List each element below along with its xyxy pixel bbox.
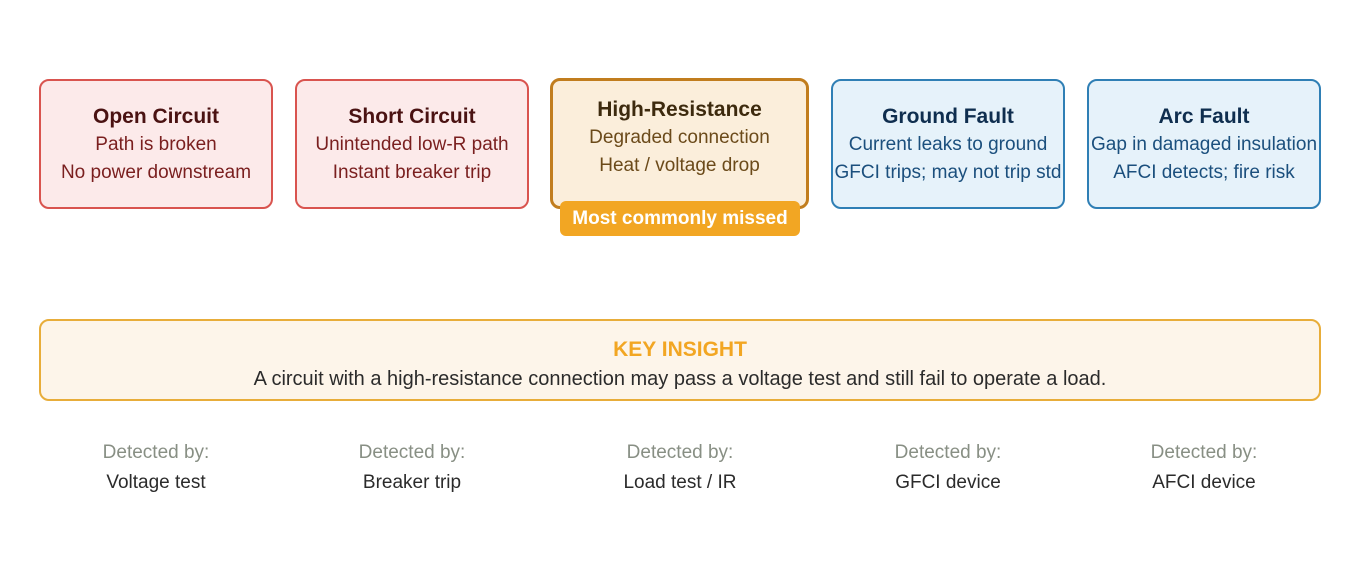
detection-method: Load test / IR: [623, 472, 737, 493]
detection-short-circuit: Detected by: Breaker trip: [292, 440, 532, 500]
card-line: Instant breaker trip: [332, 162, 492, 183]
detection-method: GFCI device: [895, 472, 1001, 493]
card-short-circuit: Short Circuit Unintended low-R path Inst…: [295, 79, 529, 209]
most-missed-badge: Most commonly missed: [560, 201, 800, 236]
detection-method: AFCI device: [1152, 472, 1256, 493]
detection-method: Voltage test: [106, 472, 206, 493]
card-line: Unintended low-R path: [315, 134, 509, 155]
card-title: High-Resistance: [597, 98, 762, 121]
card-ground-fault: Ground Fault Current leaks to ground GFC…: [831, 79, 1065, 209]
detection-label: Detected by:: [894, 442, 1002, 463]
card-title: Ground Fault: [882, 105, 1014, 128]
card-title: Short Circuit: [348, 105, 476, 128]
detection-label: Detected by:: [358, 442, 466, 463]
key-insight-box: KEY INSIGHT A circuit with a high-resist…: [39, 319, 1321, 401]
card-open-circuit: Open Circuit Path is broken No power dow…: [39, 79, 273, 209]
card-line: Gap in damaged insulation: [1090, 134, 1318, 155]
card-line: Degraded connection: [589, 127, 770, 148]
detection-label: Detected by:: [1150, 442, 1258, 463]
detection-open-circuit: Detected by: Voltage test: [36, 440, 276, 500]
card-title: Arc Fault: [1158, 105, 1250, 128]
card-high-resistance: High-Resistance Degraded connection Heat…: [550, 78, 809, 209]
key-insight-text: A circuit with a high-resistance connect…: [253, 368, 1107, 390]
detection-arc-fault: Detected by: AFCI device: [1084, 440, 1324, 500]
card-line: No power downstream: [60, 162, 252, 183]
card-line: Path is broken: [95, 134, 217, 155]
card-line: Current leaks to ground: [848, 134, 1048, 155]
detection-label: Detected by:: [626, 442, 734, 463]
card-line: Heat / voltage drop: [599, 155, 760, 176]
detection-high-resistance: Detected by: Load test / IR: [560, 440, 800, 500]
detection-method: Breaker trip: [362, 472, 462, 493]
detection-label: Detected by:: [102, 442, 210, 463]
key-insight-title: KEY INSIGHT: [613, 338, 747, 361]
card-line: GFCI trips; may not trip std: [834, 162, 1062, 183]
card-title: Open Circuit: [92, 105, 219, 128]
card-arc-fault: Arc Fault Gap in damaged insulation AFCI…: [1087, 79, 1321, 209]
card-line: AFCI detects; fire risk: [1113, 162, 1295, 183]
detection-ground-fault: Detected by: GFCI device: [828, 440, 1068, 500]
